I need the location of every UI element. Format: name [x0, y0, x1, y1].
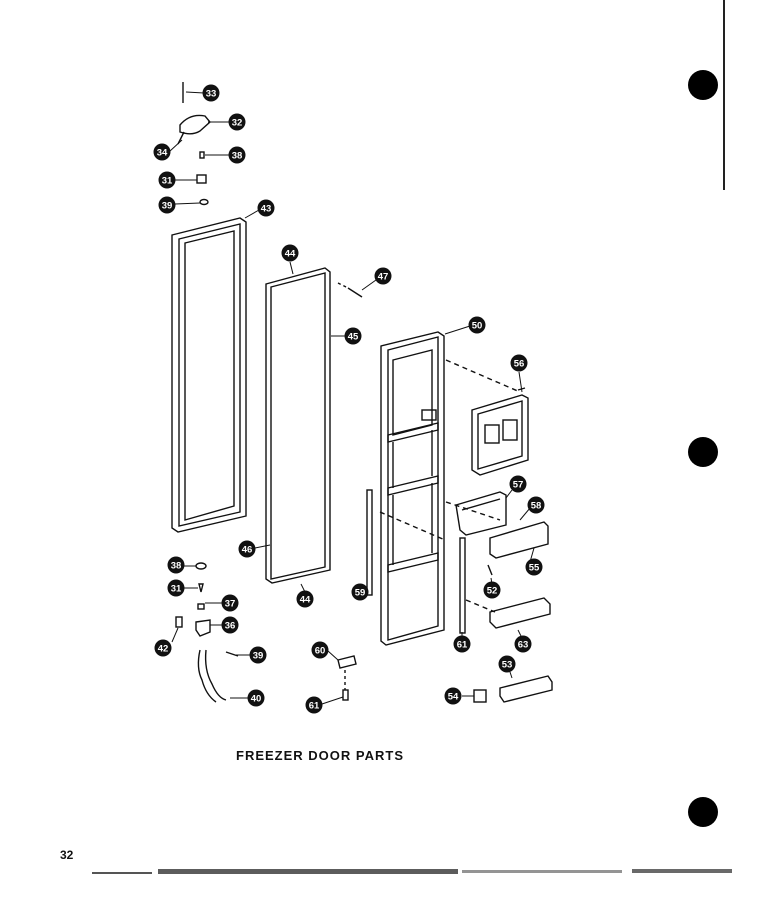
hinge-pin-34-part [177, 131, 185, 145]
callout-label: 52 [487, 586, 498, 597]
washer-39-part [199, 198, 209, 206]
callout-label: 38 [171, 561, 182, 572]
bin-57-part [455, 491, 507, 536]
callout-label: 36 [225, 621, 236, 632]
hinge-32-part [179, 114, 211, 135]
page-number: 32 [60, 848, 74, 862]
binder-hole-top [688, 70, 718, 100]
callout-label: 33 [206, 89, 217, 100]
bar-shelf-63-part [489, 597, 551, 629]
callout-44-top: 44 [281, 244, 299, 262]
diagram-title: FREEZER DOOR PARTS [236, 748, 404, 763]
callout-55: 55 [525, 558, 543, 576]
callout-label: 31 [162, 176, 173, 187]
callout-label: 55 [529, 563, 540, 574]
callout-label: 54 [448, 692, 459, 703]
callout-label: 40 [251, 694, 262, 705]
cam-31-part [196, 174, 207, 184]
callout-61-bottom: 61 [305, 696, 323, 714]
callout-38-lower: 38 [167, 556, 185, 574]
callout-label: 60 [315, 646, 326, 657]
callout-label: 44 [285, 249, 296, 260]
callout-label: 37 [225, 599, 236, 610]
inner-door-liner-50 [380, 331, 445, 646]
callout-46: 46 [238, 540, 256, 558]
scan-noise-strip [92, 869, 732, 874]
callout-label: 56 [514, 359, 525, 370]
screw-52-part [487, 564, 493, 576]
callout-56: 56 [510, 354, 528, 372]
shelf-55-part [489, 521, 549, 559]
callout-label: 59 [355, 588, 366, 599]
callout-39: 39 [158, 196, 176, 214]
callout-57: 57 [509, 475, 527, 493]
callout-38: 38 [228, 146, 246, 164]
callout-59: 59 [351, 583, 369, 601]
callout-63: 63 [514, 635, 532, 653]
callout-52: 52 [483, 581, 501, 599]
screw-47-part [347, 287, 363, 298]
trim-strip-59-part [366, 489, 373, 596]
callout-label: 58 [531, 501, 542, 512]
callout-50: 50 [468, 316, 486, 334]
callout-58: 58 [527, 496, 545, 514]
callout-61-bar: 61 [453, 635, 471, 653]
callout-label: 43 [261, 204, 272, 215]
callout-label: 42 [158, 644, 169, 655]
callout-31: 31 [158, 171, 176, 189]
bottom-hinge-parts [175, 562, 239, 703]
callout-42: 42 [154, 639, 172, 657]
callout-40: 40 [247, 689, 265, 707]
callout-47: 47 [374, 267, 392, 285]
binder-hole-bottom [688, 797, 718, 827]
callout-label: 34 [157, 148, 168, 159]
callout-60: 60 [311, 641, 329, 659]
door-liner-44 [265, 267, 331, 584]
outer-door-panel-43 [171, 217, 247, 533]
callout-43: 43 [257, 199, 275, 217]
callout-53: 53 [498, 655, 516, 673]
callout-label: 39 [162, 201, 173, 212]
callout-label: 61 [457, 640, 468, 651]
top-hinge-parts [177, 82, 211, 206]
callout-label: 53 [502, 660, 513, 671]
callout-31-lower: 31 [167, 579, 185, 597]
screw-61-part [342, 689, 349, 701]
callout-32: 32 [228, 113, 246, 131]
callout-label: 31 [171, 584, 182, 595]
callout-54: 54 [444, 687, 462, 705]
callout-39-lower: 39 [249, 646, 267, 664]
trim-53-part [499, 675, 553, 703]
callout-label: 61 [309, 701, 320, 712]
callout-label: 45 [348, 332, 359, 343]
callout-label: 46 [242, 545, 253, 556]
bracket-60-part [337, 655, 357, 669]
callout-34: 34 [153, 143, 171, 161]
callout-33: 33 [202, 84, 220, 102]
callout-label: 38 [232, 151, 243, 162]
callout-37: 37 [221, 594, 239, 612]
callout-label: 44 [300, 595, 311, 606]
callout-44-bottom: 44 [296, 590, 314, 608]
callout-label: 63 [518, 640, 529, 651]
callout-45: 45 [344, 327, 362, 345]
callout-group: 33 32 34 38 31 39 43 44 47 45 50 56 57 5… [153, 84, 545, 714]
callout-label: 50 [472, 321, 483, 332]
binder-hole-middle [688, 437, 718, 467]
page-edge-line [723, 0, 725, 190]
callout-label: 32 [232, 118, 243, 129]
callout-label: 47 [378, 272, 389, 283]
bar-61-part [459, 537, 466, 634]
dispenser-housing-56 [471, 387, 529, 476]
callout-36: 36 [221, 616, 239, 634]
bushing-38-part [199, 151, 205, 159]
callout-label: 57 [513, 480, 524, 491]
clip-54-part [473, 689, 487, 703]
callout-label: 39 [253, 651, 264, 662]
